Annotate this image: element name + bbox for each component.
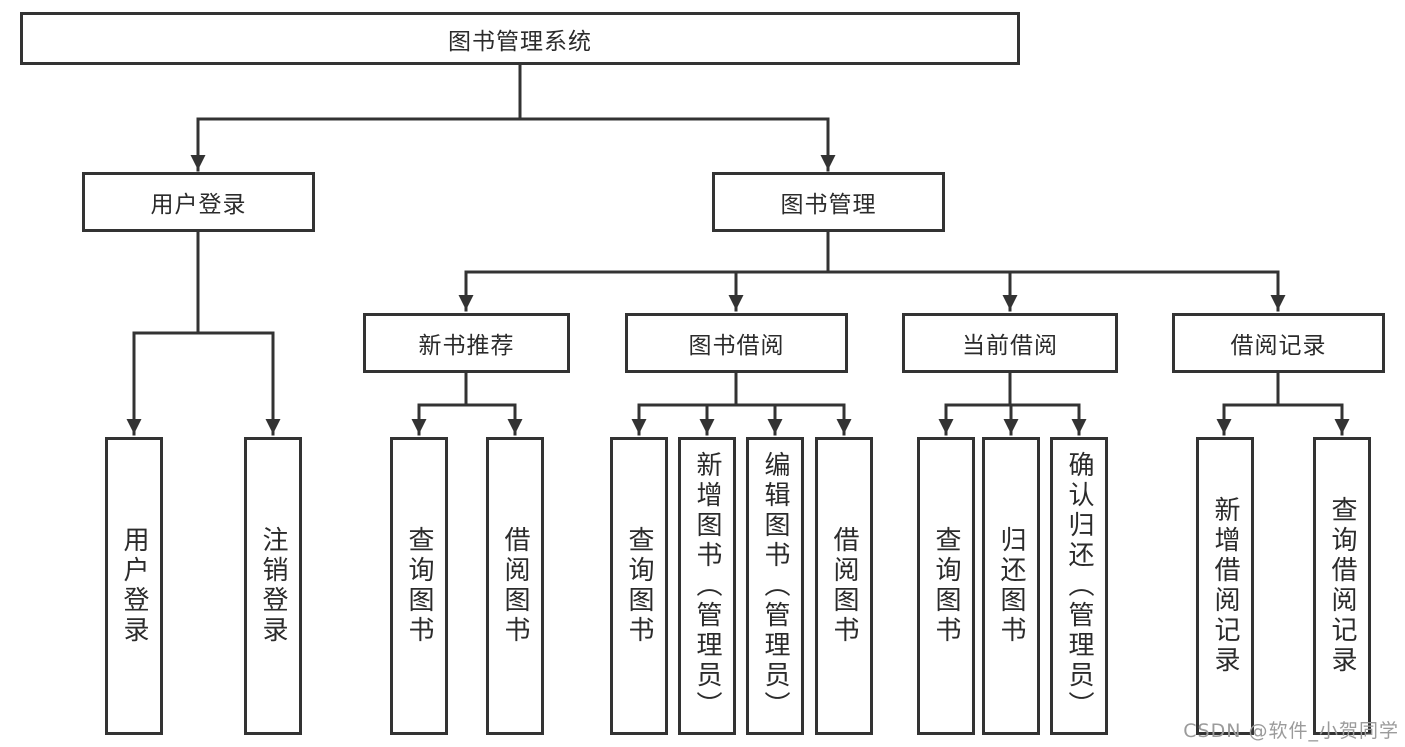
node-new-book-recommend-label: 新书推荐 — [418, 333, 515, 359]
leaf-query-books-borrowing: 查询图书 — [610, 437, 668, 735]
leaf-add-books-admin: 新增图书（管理员） — [678, 437, 736, 735]
node-user-login: 用户登录 — [82, 172, 315, 232]
leaf-query-books-recommend-label: 查询图书 — [404, 526, 434, 646]
node-library-management-system-label: 图书管理系统 — [448, 28, 592, 55]
leaf-confirm-return-admin: 确认归还（管理员） — [1050, 437, 1108, 735]
leaf-borrow-books-borrowing-label: 借阅图书 — [829, 526, 859, 646]
node-current-borrowing: 当前借阅 — [902, 313, 1118, 373]
leaf-confirm-return-admin-label: 确认归还（管理员） — [1064, 451, 1094, 721]
leaf-return-books: 归还图书 — [982, 437, 1040, 735]
leaf-edit-books-admin: 编辑图书（管理员） — [746, 437, 804, 735]
node-library-management-system: 图书管理系统 — [20, 12, 1020, 65]
leaf-query-books-borrowing-label: 查询图书 — [624, 526, 654, 646]
leaf-query-books-recommend: 查询图书 — [390, 437, 448, 735]
node-borrowing-records: 借阅记录 — [1172, 313, 1385, 373]
leaf-user-login-label: 用户登录 — [119, 526, 149, 646]
leaf-borrow-books-recommend: 借阅图书 — [486, 437, 544, 735]
leaf-edit-books-admin-label: 编辑图书（管理员） — [760, 451, 790, 721]
leaf-borrow-books-borrowing: 借阅图书 — [815, 437, 873, 735]
node-book-management: 图书管理 — [712, 172, 945, 232]
node-current-borrowing-label: 当前借阅 — [962, 333, 1058, 359]
leaf-logout: 注销登录 — [244, 437, 302, 735]
leaf-user-login: 用户登录 — [105, 437, 163, 735]
node-borrowing-records-label: 借阅记录 — [1230, 333, 1327, 359]
csdn-watermark: CSDN @软件_小贺同学 — [1183, 720, 1399, 742]
node-book-borrowing-label: 图书借阅 — [688, 333, 785, 359]
leaf-add-borrow-record-label: 新增借阅记录 — [1210, 496, 1240, 676]
leaf-query-borrow-record-label: 查询借阅记录 — [1327, 496, 1357, 676]
leaf-query-books-current: 查询图书 — [917, 437, 975, 735]
node-new-book-recommend: 新书推荐 — [363, 313, 570, 373]
leaf-add-books-admin-label: 新增图书（管理员） — [692, 451, 722, 721]
leaf-query-borrow-record: 查询借阅记录 — [1313, 437, 1371, 735]
node-book-borrowing: 图书借阅 — [625, 313, 848, 373]
leaf-add-borrow-record: 新增借阅记录 — [1196, 437, 1254, 735]
leaf-query-books-current-label: 查询图书 — [931, 526, 961, 646]
leaf-return-books-label: 归还图书 — [996, 526, 1026, 646]
leaf-logout-label: 注销登录 — [258, 526, 288, 646]
node-book-management-label: 图书管理 — [780, 192, 877, 218]
node-user-login-label: 用户登录 — [150, 192, 247, 218]
leaf-borrow-books-recommend-label: 借阅图书 — [500, 526, 530, 646]
